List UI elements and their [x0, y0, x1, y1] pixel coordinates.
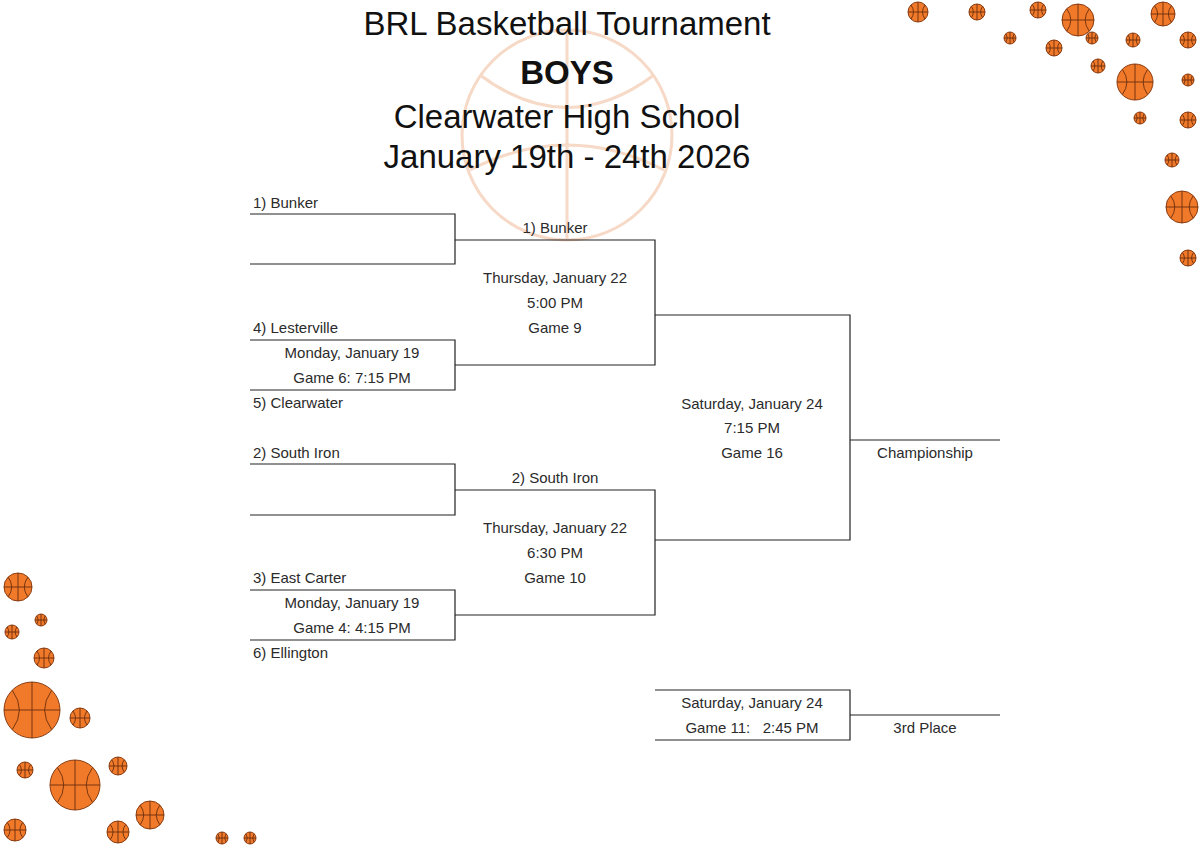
team-slot: 6) Ellington — [253, 644, 328, 661]
subtitle: Clearwater High School — [394, 98, 741, 136]
game-date: Monday, January 19 — [285, 594, 420, 611]
game-date: Monday, January 19 — [285, 344, 420, 361]
game-time: 5:00 PM — [527, 294, 583, 311]
basketball — [1126, 33, 1140, 47]
basketball — [1134, 112, 1146, 124]
basketball — [107, 821, 129, 843]
basketball — [1151, 2, 1175, 26]
basketball — [1091, 59, 1105, 73]
game-number: Game 10 — [524, 569, 586, 586]
game-date: Saturday, January 24 — [681, 694, 822, 711]
basketball — [136, 801, 164, 829]
basketball — [908, 2, 928, 22]
date-range: January 19th - 24th 2026 — [384, 138, 751, 176]
team-slot: 2) South Iron — [253, 444, 340, 461]
game-number: Game 4: 4:15 PM — [293, 619, 411, 636]
basketball — [4, 819, 26, 841]
basketball — [1180, 250, 1196, 266]
team-slot: 1) Bunker — [253, 194, 318, 211]
basketball — [5, 625, 19, 639]
basketball-decor — [4, 2, 1198, 844]
basketball — [17, 762, 33, 778]
subtitle: BOYS — [520, 54, 614, 92]
basketball — [1062, 4, 1094, 36]
basketball — [1004, 32, 1016, 44]
basketball — [1046, 40, 1062, 56]
game-time: 6:30 PM — [527, 544, 583, 561]
basketball — [35, 614, 47, 626]
basketball — [1030, 2, 1046, 18]
game-number: Game 11: 2:45 PM — [685, 719, 818, 736]
team-slot: 5) Clearwater — [253, 394, 343, 411]
basketball — [216, 832, 228, 844]
team-slot: 4) Lesterville — [253, 319, 338, 336]
page-title: BRL Basketball Tournament — [363, 5, 770, 43]
basketball — [1166, 191, 1198, 223]
game-number: Game 9 — [528, 319, 581, 336]
basketball — [50, 760, 100, 810]
basketball — [1165, 153, 1179, 167]
game-date: Thursday, January 22 — [483, 519, 627, 536]
result-label: Championship — [877, 444, 973, 461]
basketball — [4, 682, 60, 738]
bracket-lines — [250, 214, 1000, 740]
game-number: Game 16 — [721, 444, 783, 461]
basketball — [70, 708, 90, 728]
basketball — [109, 757, 127, 775]
basketball — [34, 648, 54, 668]
basketball — [244, 832, 256, 844]
game-date: Thursday, January 22 — [483, 269, 627, 286]
game-date: Saturday, January 24 — [681, 395, 822, 412]
basketball — [4, 573, 32, 601]
team-slot: 1) Bunker — [522, 219, 587, 236]
basketball — [1117, 64, 1153, 100]
basketball — [1182, 74, 1194, 86]
game-number: Game 6: 7:15 PM — [293, 369, 411, 386]
basketball — [969, 4, 985, 20]
team-slot: 3) East Carter — [253, 569, 346, 586]
basketball — [1086, 32, 1098, 44]
basketball — [1180, 32, 1196, 48]
result-label: 3rd Place — [893, 719, 956, 736]
team-slot: 2) South Iron — [512, 469, 599, 486]
game-time: 7:15 PM — [724, 419, 780, 436]
basketball — [1180, 112, 1196, 128]
